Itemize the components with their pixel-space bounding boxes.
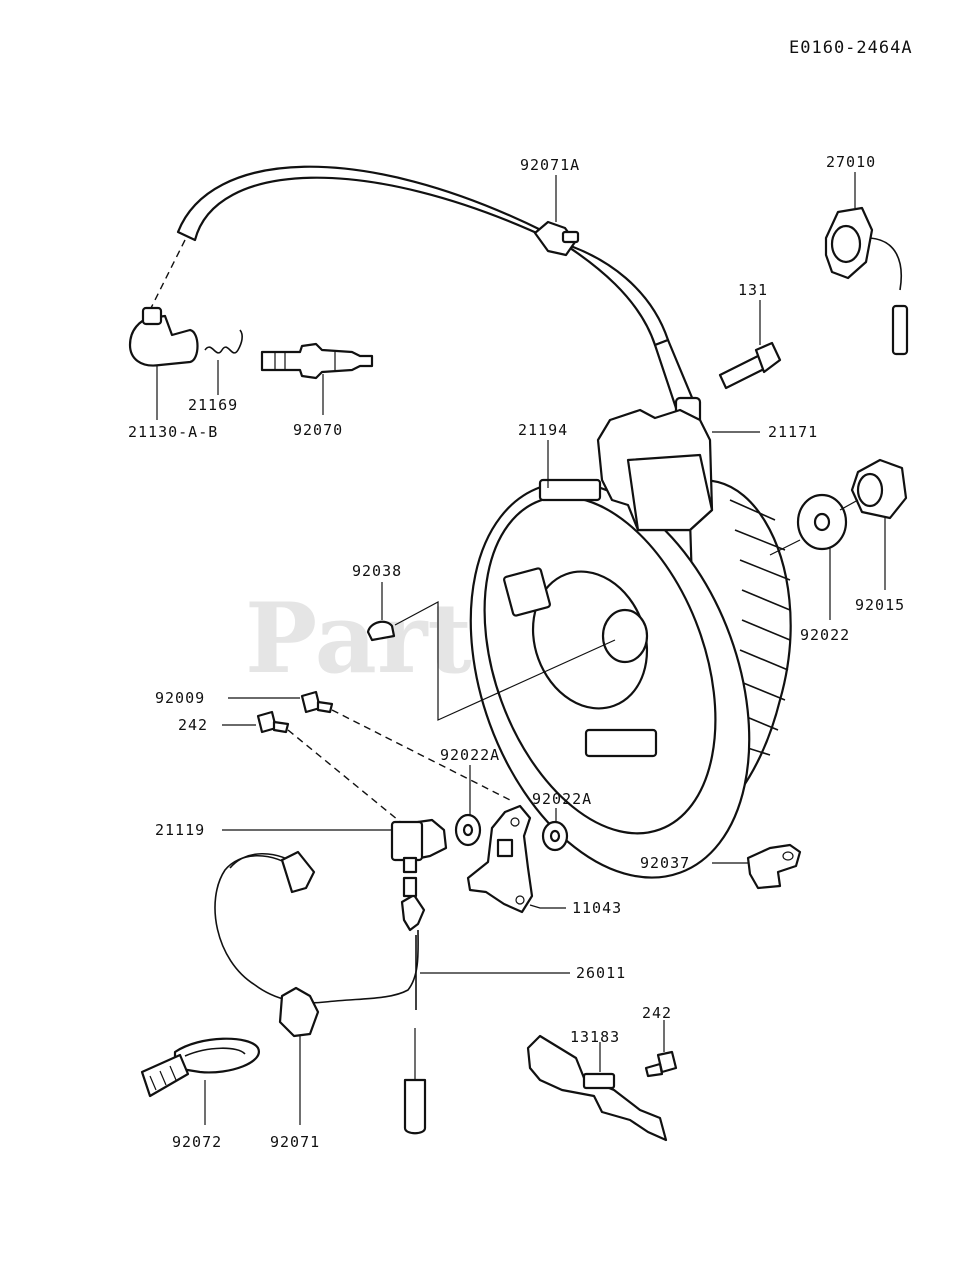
spring-21169 [204,329,243,354]
screw-242-lower [644,1050,678,1078]
label-21130: 21130-A-B [128,423,218,441]
label-131: 131 [738,281,768,299]
flywheel-21194 [469,478,792,879]
label-21169: 21169 [188,396,238,414]
label-13183: 13183 [570,1028,620,1046]
screw-92009 [300,690,334,714]
bolt-131 [718,341,782,390]
grommet-92071A [533,220,580,257]
label-242-upper: 242 [178,716,208,734]
key-leader [394,600,616,721]
key-92038 [366,620,396,642]
washer-92022A-right [541,820,569,852]
label-92009: 92009 [155,689,205,707]
label-92071: 92071 [270,1133,320,1151]
label-21171: 21171 [768,423,818,441]
label-242-lower: 242 [642,1004,672,1022]
label-92072: 92072 [172,1133,222,1151]
clamp-92037 [746,843,802,890]
diagram-code: E0160-2464A [789,38,913,58]
high-tension-lead [176,165,702,442]
igniter-21119 [390,818,448,874]
switch-27010 [824,206,909,356]
ignition-coil-21171 [596,408,714,532]
plate-13183 [526,1034,668,1142]
label-27010: 27010 [826,153,876,171]
screw-242-upper [256,710,290,734]
label-92037: 92037 [640,854,690,872]
spark-plug-92070 [260,342,374,380]
label-92038: 92038 [352,562,402,580]
lead-wire-26011 [214,850,427,1135]
label-92022A-left: 92022A [440,746,500,764]
label-11043: 11043 [572,899,622,917]
label-21194: 21194 [518,421,568,439]
label-26011: 26011 [576,964,626,982]
label-21119: 21119 [155,821,205,839]
label-92022: 92022 [800,626,850,644]
bracket-11043 [466,804,534,914]
washer-92022A-left [454,813,482,847]
label-92070: 92070 [293,421,343,439]
washer-92022 [796,493,848,551]
label-92015: 92015 [855,596,905,614]
nut-92015 [850,458,908,520]
label-92022A-right: 92022A [532,790,592,808]
grommet-92071 [278,986,320,1038]
plug-cap-21130 [128,306,199,367]
label-92071A: 92071A [520,156,580,174]
clamp-band-92072 [140,1037,260,1098]
lead-dashline [149,239,186,311]
